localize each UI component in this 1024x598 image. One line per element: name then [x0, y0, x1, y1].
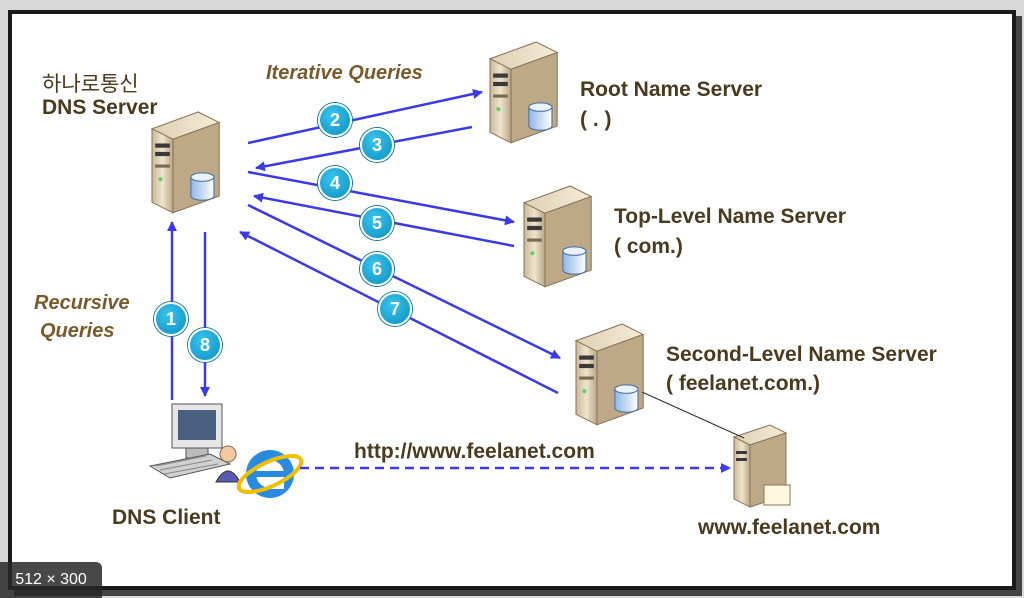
step-badge-7: 7 [378, 292, 412, 326]
tld-server-icon [523, 185, 592, 288]
http-url-label: http://www.feelanet.com [354, 440, 595, 463]
step-badge-4: 4 [318, 166, 352, 200]
step-badge-6: 6 [360, 252, 394, 286]
dns-client-label: DNS Client [112, 506, 221, 529]
dns-client-pc-icon [148, 403, 241, 483]
step-badge-1: 1 [154, 302, 188, 336]
dns-server-icon [151, 111, 220, 214]
tld-server-label: Top-Level Name Server [614, 205, 846, 228]
step-badge-2: 2 [318, 103, 352, 137]
step-badge-5: 5 [360, 206, 394, 240]
dns-server-korean-label: 하나로통신 [42, 73, 139, 96]
dns-server-label: DNS Server [42, 96, 158, 119]
root-server-icon [489, 41, 558, 144]
sld-server-icon [575, 323, 644, 426]
sld-zone-label: ( feelanet.com.) [666, 372, 821, 395]
step-badge-8: 8 [188, 328, 222, 362]
tld-zone-label: ( com.) [614, 235, 683, 258]
iterative-queries-label: Iterative Queries [266, 62, 423, 84]
root-zone-label: ( . ) [580, 108, 612, 131]
browser-e-icon [236, 450, 304, 498]
sld-to-web-link [641, 391, 745, 439]
web-server-icon [732, 424, 791, 508]
arrow-query-tld [247, 170, 515, 226]
web-host-label: www.feelanet.com [698, 516, 881, 539]
step-badge-3: 3 [360, 128, 394, 162]
root-server-label: Root Name Server [580, 78, 763, 101]
recursive-queries-label-1: Recursive [34, 292, 130, 314]
recursive-queries-label-2: Queries [40, 320, 115, 342]
arrow-query-root [247, 89, 483, 145]
arrow-query-sld [247, 203, 561, 360]
image-size-badge: 512 × 300 [0, 562, 102, 598]
sld-server-label: Second-Level Name Server [666, 343, 937, 366]
